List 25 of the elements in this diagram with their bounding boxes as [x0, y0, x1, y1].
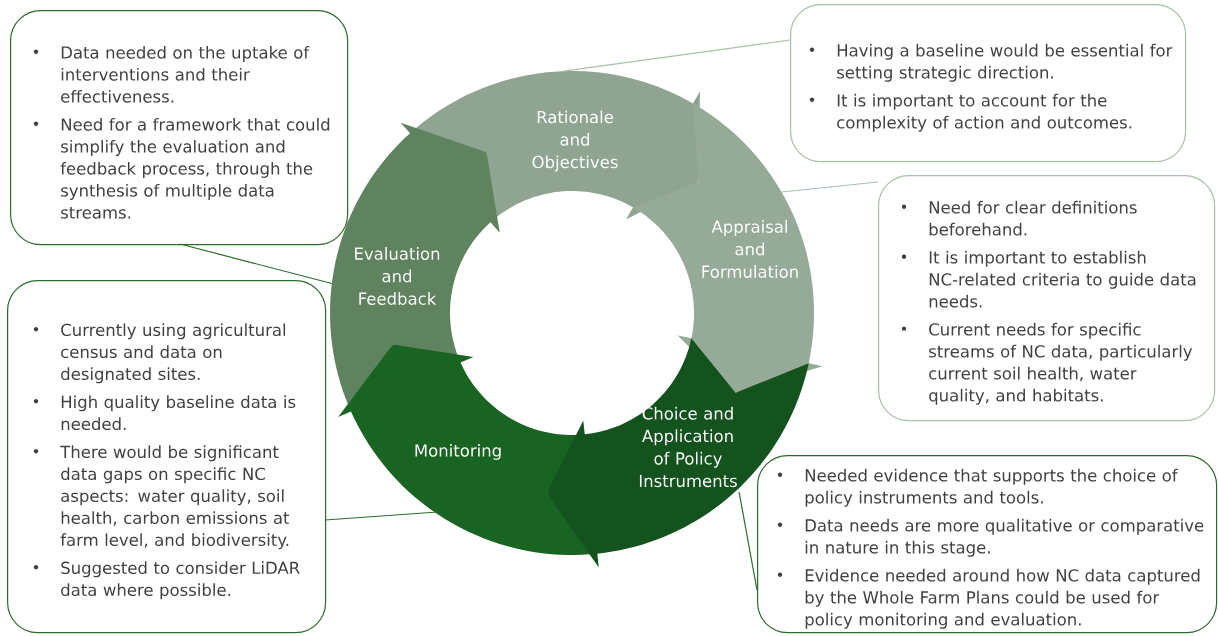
callout-box — [7, 280, 327, 634]
cycle-arrow-segment: Evaluation and Feedback — [330, 122, 500, 412]
bullet-item: Need for clear definitions beforehand. — [901, 200, 1137, 236]
bullet-item: Data needed on the uptake of interventions and their effectiveness. — [33, 45, 310, 103]
callout-box — [790, 4, 1187, 163]
bullet-item: Evidence needed around how NC data captured by the Whole Farm Plans could be used for policy monitoring and evaluation. — [777, 568, 1200, 629]
bullet-item: Suggested to consider LiDAR data where possible. — [33, 561, 300, 600]
leader-line — [738, 491, 758, 591]
bullet-item: Current needs for specific streams of NC data, particularly current soil health, water quality, and habitats. — [901, 322, 1193, 405]
leader-line — [324, 511, 439, 521]
bullet-item: Need for a framework that could simplify the evaluation and feedback process, through the synthesis of multiple data streams. — [33, 117, 330, 219]
leader-line — [781, 181, 879, 193]
bullet-item: Having a baseline would be essential for setting strategic direction. — [809, 43, 1173, 82]
bullet-item: Currently using agricultural census and data on designated sites. — [33, 323, 286, 384]
bullet-item: High quality baseline data is needed. — [33, 395, 296, 431]
leader-line — [563, 39, 791, 72]
callout-box — [757, 455, 1218, 634]
leader-line — [179, 243, 333, 285]
callout-box — [10, 10, 349, 246]
bullet-item: There would be significant data gaps on specific NC aspects: water quality, soil health, carbon emissions at farm level, and biodiversity. — [33, 445, 290, 550]
callout-box — [878, 175, 1216, 422]
cycle-arrow-segment: Appraisal and Formulation — [633, 103, 823, 393]
bullet-item: It is important to establish NC-related criteria to guide data needs. — [901, 250, 1196, 308]
cycle-arrow-segment: Monitoring — [338, 344, 598, 555]
cycle-arrow-segment: Rationale and Objectives — [410, 71, 700, 223]
